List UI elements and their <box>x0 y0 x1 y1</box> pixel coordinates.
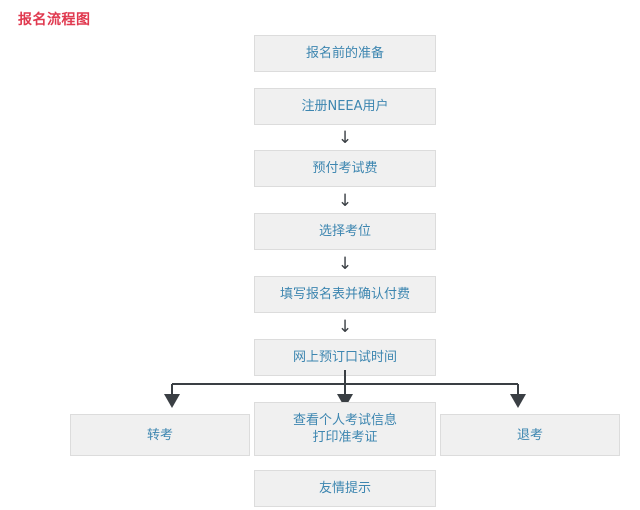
arrow-down-icon: ↓ <box>337 254 353 274</box>
flow-node-branch-right[interactable]: 退考 <box>440 414 620 456</box>
arrow-down-icon: ↓ <box>337 191 353 211</box>
flow-node-step-6[interactable]: 网上预订口试时间 <box>254 339 436 376</box>
arrow-down-icon: ↓ <box>337 128 353 148</box>
flow-node-step-3[interactable]: 预付考试费 <box>254 150 436 187</box>
flow-node-step-4[interactable]: 选择考位 <box>254 213 436 250</box>
flow-node-branch-center[interactable]: 查看个人考试信息 打印准考证 <box>254 402 436 456</box>
flow-node-step-footer[interactable]: 友情提示 <box>254 470 436 507</box>
arrow-down-icon: ↓ <box>337 317 353 337</box>
flow-node-step-1[interactable]: 报名前的准备 <box>254 35 436 72</box>
flow-node-branch-left[interactable]: 转考 <box>70 414 250 456</box>
flow-node-step-2[interactable]: 注册NEEA用户 <box>254 88 436 125</box>
flow-node-step-5[interactable]: 填写报名表并确认付费 <box>254 276 436 313</box>
page-title: 报名流程图 <box>18 12 91 28</box>
